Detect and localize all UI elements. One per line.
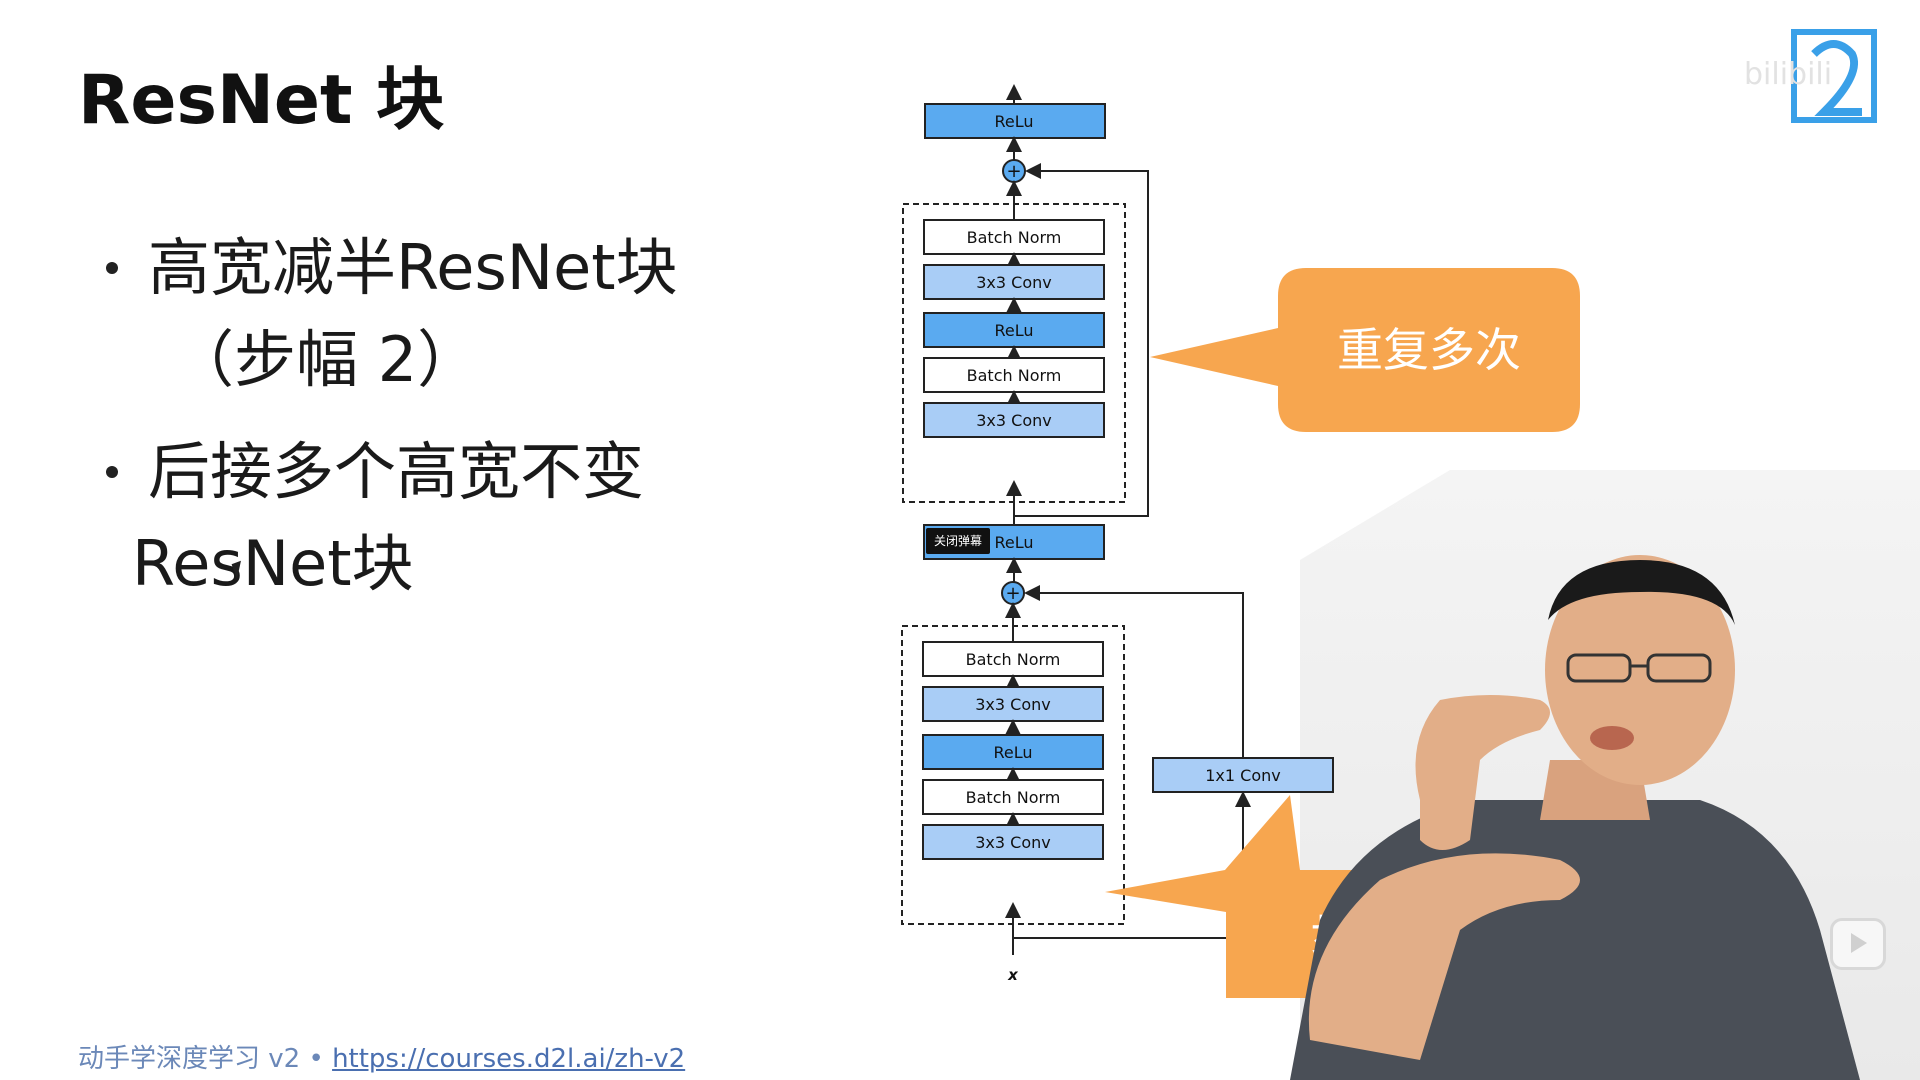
slide-title: ResNet 块 (78, 61, 445, 140)
presenter-video-overlay (1290, 555, 1860, 1080)
callout-repeat (1150, 268, 1580, 432)
input-x-label: x (1007, 966, 1019, 984)
bullet-text-line1: 高宽减半ResNet块 (148, 231, 678, 304)
bullet-dot-icon (106, 466, 118, 478)
footer: 动手学深度学习 v2 • https://courses.d2l.ai/zh-v… (78, 1038, 685, 1075)
bullet-text-line2: ResNet块 (132, 527, 414, 600)
upper-skip-connection (1014, 163, 1149, 517)
footer-prefix: 动手学深度学习 v2 • (78, 1044, 333, 1074)
upper-layer-box (923, 357, 1105, 393)
bullet-text-line1: 后接多个高宽不变 (148, 435, 645, 508)
upper-layer-label: 3x3 Conv (976, 411, 1051, 430)
lower-layer-label: Batch Norm (966, 788, 1061, 807)
d2l-logo-icon: bilibili (1744, 29, 1877, 123)
middle-relu-label: ReLu (994, 533, 1033, 552)
course-link[interactable]: https://courses.d2l.ai/zh-v2 (332, 1044, 686, 1074)
close-danmaku-button[interactable]: 关闭弹幕 (926, 528, 990, 554)
lower-layer-label: Batch Norm (966, 650, 1061, 669)
lower-layer-box (922, 824, 1104, 860)
upper-add-symbol: + (1006, 161, 1021, 182)
lower-layer-box (922, 779, 1104, 815)
upper-layer-box (923, 219, 1105, 255)
bullet-item-same-size: 后接多个高宽不变 ResNet块 (100, 426, 740, 610)
lower-layer-box (922, 641, 1104, 677)
bilibili-watermark: bilibili (1744, 57, 1832, 92)
upper-layer-label: ReLu (994, 321, 1033, 340)
upper-layer-box (923, 264, 1105, 300)
play-icon[interactable] (1830, 918, 1886, 970)
upper-layer-label: Batch Norm (967, 228, 1062, 247)
lower-layer-label: ReLu (993, 743, 1032, 762)
upper-layer-label: Batch Norm (967, 366, 1062, 385)
bullet-text-line2: （步幅 2） (172, 323, 480, 396)
callout-repeat-text: 重复多次 (1337, 323, 1521, 377)
upper-layer-box (923, 402, 1105, 438)
shortcut-path-upper (1024, 585, 1244, 758)
bullet-dot-icon (106, 262, 118, 274)
upper-layer-box (923, 312, 1105, 348)
lower-add-symbol: + (1005, 583, 1020, 604)
shortcut-1x1-conv-label: 1x1 Conv (1205, 766, 1280, 785)
upper-top-relu-label: ReLu (994, 112, 1033, 131)
upper-top-relu-box (924, 103, 1106, 139)
bullet-list: 高宽减半ResNet块 （步幅 2） 后接多个高宽不变 ResNet块 (100, 222, 740, 610)
shortcut-1x1-conv-box (1152, 757, 1334, 793)
lower-layer-label: 3x3 Conv (975, 695, 1050, 714)
bullet-item-downsample: 高宽减半ResNet块 （步幅 2） (100, 222, 740, 406)
lower-layer-label: 3x3 Conv (975, 833, 1050, 852)
upper-layer-label: 3x3 Conv (976, 273, 1051, 292)
